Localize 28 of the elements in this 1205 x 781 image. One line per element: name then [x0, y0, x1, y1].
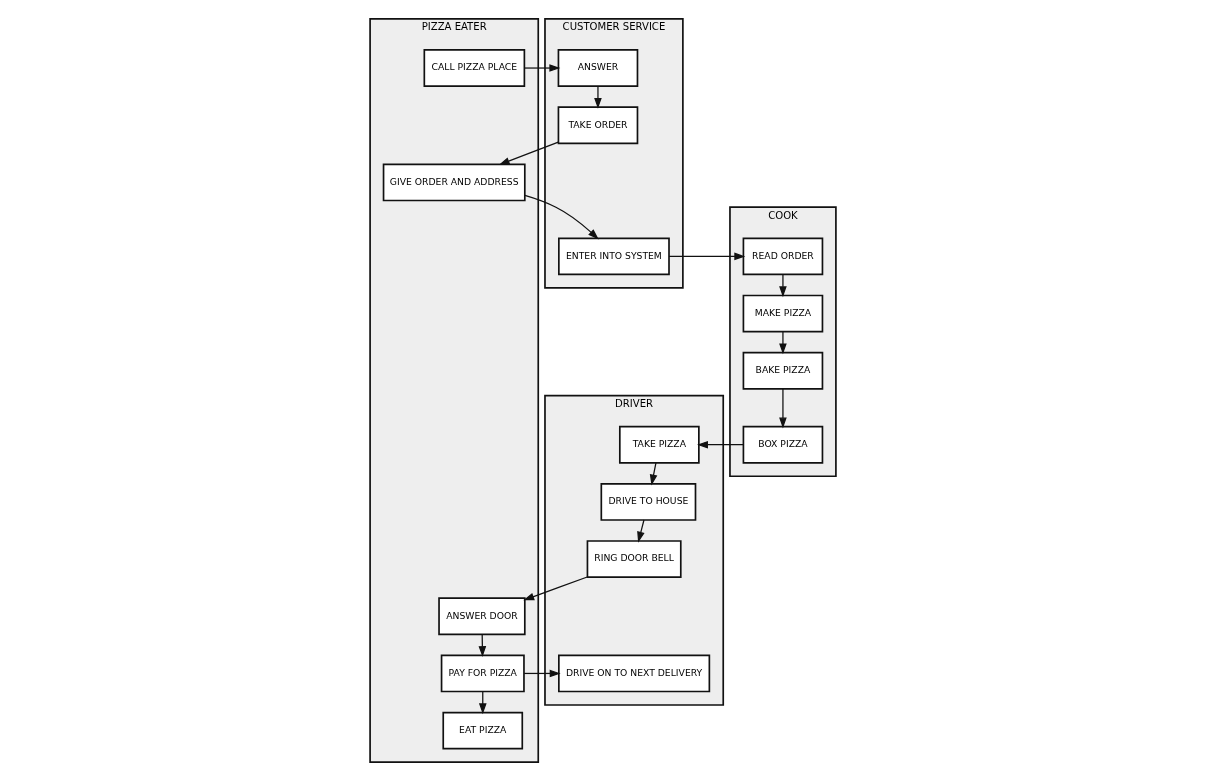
node-box: EAT PIZZA: [441, 711, 523, 750]
node-box: DRIVE ON TO NEXT DELIVERY: [557, 654, 710, 693]
node-box: MAKE PIZZA: [742, 294, 823, 333]
node-box: PAY FOR PIZZA: [440, 654, 525, 693]
arrow: [778, 331, 787, 355]
arrow: [636, 519, 645, 543]
arrow: [778, 388, 787, 429]
node-box: GIVE ORDER AND ADDRESS: [382, 163, 526, 202]
node-box: RING DOOR BELL: [586, 540, 682, 578]
arrow: [523, 64, 560, 72]
node-box: ENTER INTO SYSTEM: [557, 237, 670, 276]
arrow: [778, 273, 787, 298]
arrow: [523, 194, 599, 240]
node-box: BOX PIZZA: [742, 425, 823, 464]
arrow: [523, 669, 561, 678]
node-box: READ ORDER: [742, 237, 823, 276]
node-box: CALL PIZZA PLACE: [423, 49, 525, 87]
arrow: [498, 141, 559, 165]
node-box: DRIVE TO HOUSE: [600, 483, 696, 521]
node-box: BAKE PIZZA: [742, 351, 823, 390]
arrow: [593, 85, 602, 109]
arrow: [696, 440, 744, 449]
node-box: ANSWER DOOR: [437, 597, 526, 636]
arrow: [522, 576, 588, 601]
arrow: [667, 252, 745, 261]
node-box: TAKE PIZZA: [618, 425, 700, 464]
node-box: ANSWER: [557, 49, 638, 87]
node-box: TAKE ORDER: [557, 106, 638, 145]
